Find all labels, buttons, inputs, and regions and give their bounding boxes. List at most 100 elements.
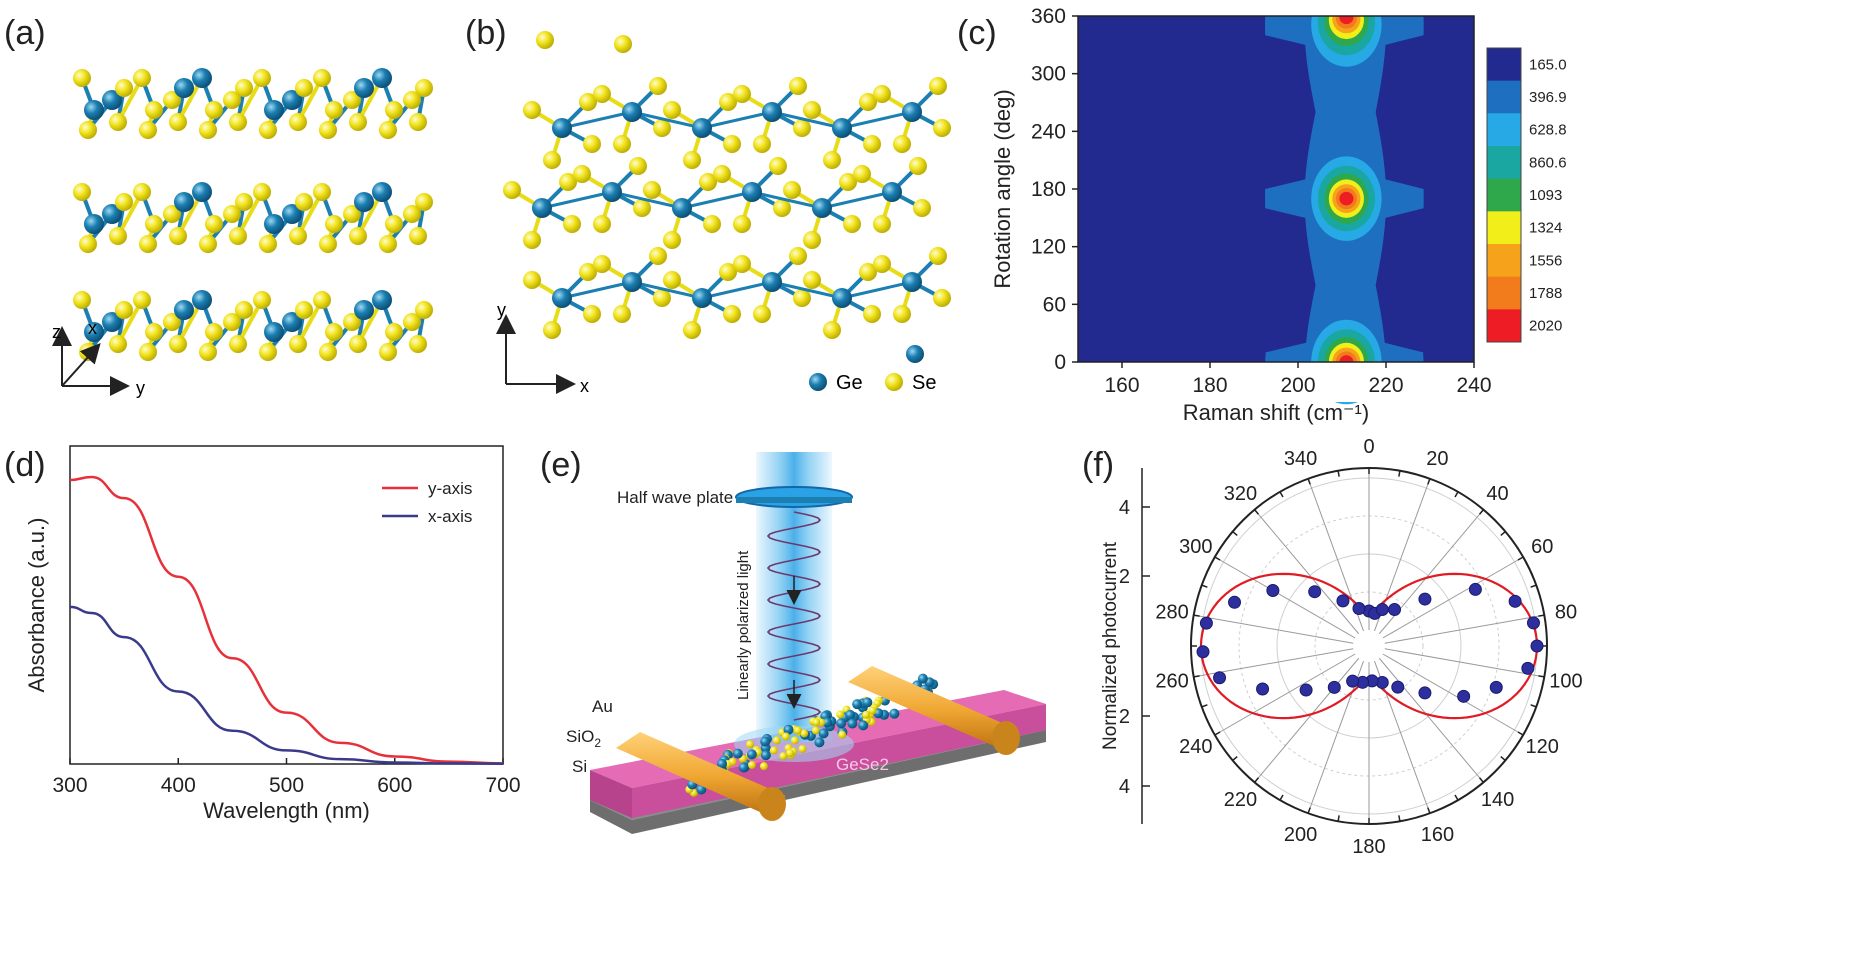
- ge-atom: [174, 192, 194, 212]
- ge-atom: [889, 708, 900, 719]
- ge-atom: [742, 182, 762, 202]
- polar-tick: [1307, 807, 1311, 814]
- se-atom: [803, 101, 821, 119]
- polar-data-point: [1418, 592, 1432, 606]
- ge-atom: [852, 699, 863, 710]
- se-atom: [169, 227, 187, 245]
- bond: [771, 280, 843, 300]
- polar-data-point: [1530, 639, 1544, 653]
- se-atom: [733, 85, 751, 103]
- se-atom: [163, 205, 181, 223]
- se-atom: [803, 231, 821, 249]
- ge-atom: [102, 204, 122, 224]
- polar-data-point: [1508, 594, 1522, 608]
- ge-atom: [762, 102, 782, 122]
- se-atom: [649, 247, 667, 265]
- angle-label: 240: [1179, 736, 1212, 758]
- polar-tick: [1538, 675, 1545, 678]
- polar-tick: [1254, 509, 1260, 515]
- se-atom: [789, 77, 807, 95]
- se-atom: [593, 255, 611, 273]
- se-atom: [800, 729, 809, 738]
- polar-tick: [1214, 556, 1221, 561]
- se-atom: [746, 740, 755, 749]
- se-atom: [229, 113, 247, 131]
- se-atom: [683, 151, 701, 169]
- se-atom: [873, 215, 891, 233]
- se-atom: [73, 69, 91, 87]
- polar-data-point: [1196, 645, 1210, 659]
- x-axis-label: Raman shift (cm⁻¹): [1183, 400, 1369, 425]
- se-atom: [403, 205, 421, 223]
- se-legend-label: Se: [912, 372, 936, 394]
- bond: [771, 110, 843, 130]
- se-atom: [223, 313, 241, 331]
- sio2-label: SiO2: [566, 727, 601, 750]
- ge-legend-marker: [809, 373, 827, 391]
- bond: [631, 280, 703, 300]
- se-atom: [789, 247, 807, 265]
- se-atom: [343, 205, 361, 223]
- se-atom: [349, 335, 367, 353]
- se-atom: [503, 181, 521, 199]
- ge-atom: [192, 182, 212, 202]
- bond: [841, 280, 913, 300]
- se-atom: [909, 157, 927, 175]
- se-atom: [862, 710, 871, 719]
- polar-tick: [1530, 584, 1537, 588]
- ge-atom: [902, 102, 922, 122]
- ge-atom: [902, 272, 922, 292]
- polar-tick: [1193, 675, 1200, 678]
- ge-atom: [192, 68, 212, 88]
- polar-tick: [1201, 584, 1208, 588]
- se-atom: [614, 35, 632, 53]
- x-tick-label: 500: [269, 774, 304, 797]
- ge-atom: [858, 720, 869, 731]
- colorbar-label: 1093: [1529, 187, 1562, 204]
- se-atom: [133, 183, 151, 201]
- se-atom: [893, 135, 911, 153]
- se-atom: [753, 135, 771, 153]
- polar-data-point: [1489, 680, 1503, 694]
- polar-tick: [1193, 614, 1200, 617]
- polar-tick: [1232, 755, 1238, 761]
- se-atom: [109, 335, 127, 353]
- se-atom: [205, 101, 223, 119]
- se-atom: [415, 193, 433, 211]
- angle-label: 300: [1179, 536, 1212, 558]
- polar-tick: [1517, 731, 1524, 736]
- colorbar-label: 396.9: [1529, 89, 1567, 106]
- polar-tick: [1427, 807, 1431, 814]
- ge-atom: [847, 718, 858, 729]
- se-atom: [699, 173, 717, 191]
- ge-atom: [814, 737, 825, 748]
- y-axis-label: Absorbance (a.u.): [24, 518, 49, 693]
- x-tick-label: 200: [1280, 374, 1315, 397]
- polar-spoke: [1254, 509, 1360, 635]
- colorbar-label: 165.0: [1529, 56, 1567, 73]
- panel-c-label: (c): [957, 14, 997, 52]
- polar-tick: [1530, 704, 1537, 708]
- se-atom: [929, 247, 947, 265]
- x-tick-label: 180: [1192, 374, 1227, 397]
- se-atom: [933, 289, 951, 307]
- polar-data-point: [1346, 674, 1360, 688]
- colorbar-swatch: [1487, 178, 1521, 212]
- x-tick-label: 300: [52, 774, 87, 797]
- ge-atom: [622, 102, 642, 122]
- se-atom: [259, 121, 277, 139]
- sio2-layer-left: [590, 770, 632, 818]
- se-atom: [223, 91, 241, 109]
- se-atom: [747, 760, 756, 769]
- se-atom: [859, 93, 877, 111]
- se-atom: [728, 757, 737, 766]
- se-atom: [385, 215, 403, 233]
- se-atom: [253, 69, 271, 87]
- angle-label: 320: [1224, 483, 1257, 505]
- ge-atom: [532, 198, 552, 218]
- angle-label: 220: [1224, 789, 1257, 811]
- se-atom: [713, 165, 731, 183]
- se-atom: [593, 85, 611, 103]
- se-atom: [79, 121, 97, 139]
